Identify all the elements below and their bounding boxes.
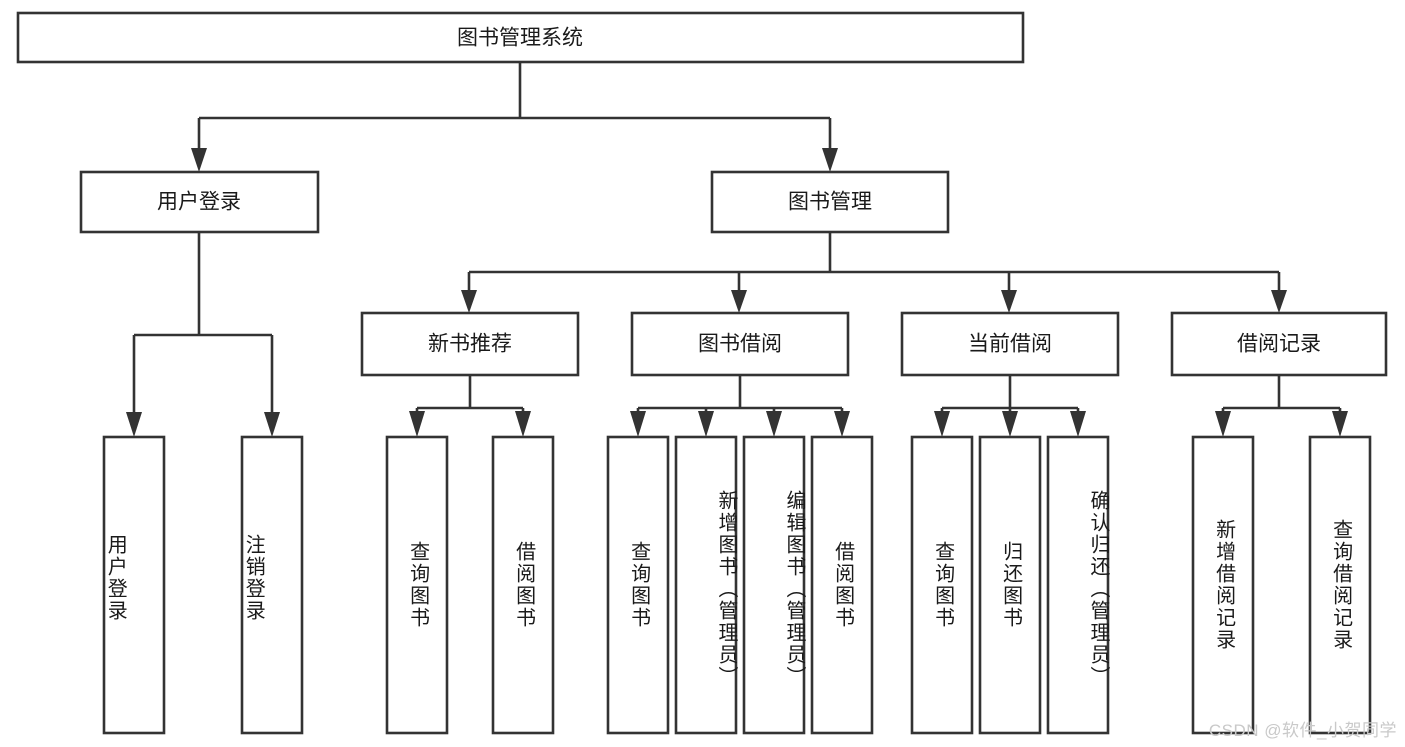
node-new-book-recommend[interactable]: 新书推荐 [360, 311, 580, 377]
arrow-new-leaf-1-icon [409, 411, 425, 437]
leaf-box-edit-book-admin[interactable] [742, 435, 806, 735]
leaf-box-borrow-book-new[interactable] [491, 435, 555, 735]
arrow-records-leaf-2-icon [1332, 411, 1348, 437]
leaf-box-confirm-return-admin[interactable] [1046, 435, 1110, 735]
arrow-login-leaf-2-icon [264, 412, 280, 437]
arrow-root-to-login-icon [191, 148, 207, 172]
leaf-box-query-book-new[interactable] [385, 435, 449, 735]
leaf-box-add-borrow-record[interactable] [1191, 435, 1255, 735]
arrow-borrow-leaf-1-icon [630, 411, 646, 437]
arrow-borrow-leaf-3-icon [766, 411, 782, 437]
leaf-box-add-book-admin[interactable] [674, 435, 738, 735]
arrow-current-leaf-3-icon [1070, 411, 1086, 437]
node-book-management-box[interactable] [710, 170, 950, 234]
arrow-new-leaf-2-icon [515, 411, 531, 437]
node-borrow-records[interactable]: 借阅记录 [1170, 311, 1388, 377]
arrow-current-leaf-2-icon [1002, 411, 1018, 437]
node-user-login-label: 用户登录 [157, 191, 241, 214]
arrow-login-leaf-1-icon [126, 412, 142, 437]
node-current-borrow-label: 当前借阅 [968, 333, 1052, 356]
leaf-box-query-borrow-record[interactable] [1308, 435, 1372, 735]
node-book-borrow-box[interactable] [630, 311, 850, 377]
arrow-books-to-current-icon [1001, 290, 1017, 313]
node-book-management[interactable]: 图书管理 [710, 170, 950, 234]
node-book-borrow-label: 图书借阅 [698, 333, 782, 356]
arrow-books-to-borrow-icon [731, 290, 747, 313]
node-book-management-label: 图书管理 [788, 191, 872, 214]
node-new-book-recommend-label: 新书推荐 [428, 333, 512, 356]
node-root-box[interactable] [16, 11, 1025, 64]
arrow-books-to-new-icon [461, 290, 477, 313]
leaf-box-query-book-borrow[interactable] [606, 435, 670, 735]
node-current-borrow-box[interactable] [900, 311, 1120, 377]
leaf-box-borrow-book-borrow[interactable] [810, 435, 874, 735]
arrow-books-to-records-icon [1271, 290, 1287, 313]
leaf-box-query-book-current[interactable] [910, 435, 974, 735]
node-borrow-records-box[interactable] [1170, 311, 1388, 377]
node-new-book-recommend-box[interactable] [360, 311, 580, 377]
leaf-box-logout[interactable] [240, 435, 304, 735]
node-borrow-records-label: 借阅记录 [1237, 333, 1321, 356]
node-book-borrow[interactable]: 图书借阅 [630, 311, 850, 377]
arrow-current-leaf-1-icon [934, 411, 950, 437]
arrow-root-to-books-icon [822, 148, 838, 172]
node-user-login[interactable]: 用户登录 [79, 170, 320, 234]
leaf-box-user-login[interactable] [102, 435, 166, 735]
node-root[interactable]: 图书管理系统 [16, 11, 1025, 64]
arrow-borrow-leaf-2-icon [698, 411, 714, 437]
arrow-borrow-leaf-4-icon [834, 411, 850, 437]
arrow-records-leaf-1-icon [1215, 411, 1231, 437]
node-current-borrow[interactable]: 当前借阅 [900, 311, 1120, 377]
node-root-label: 图书管理系统 [457, 27, 583, 50]
leaf-box-return-book[interactable] [978, 435, 1042, 735]
